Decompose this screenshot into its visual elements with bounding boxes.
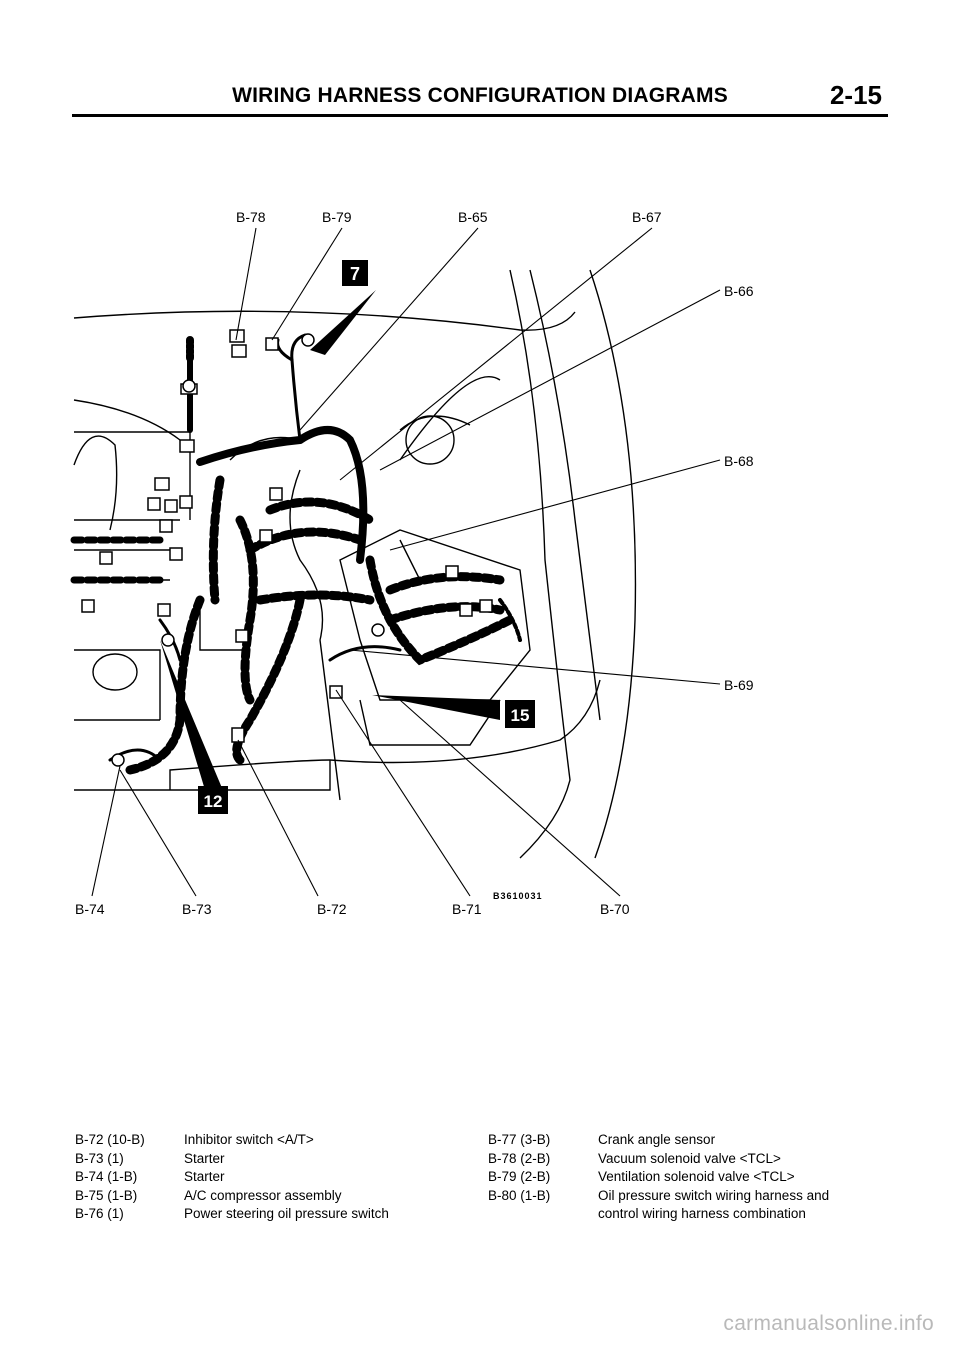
legend-description: Power steering oil pressure switch xyxy=(184,1206,389,1221)
legend-row: B-72 (10-B) Inhibitor switch <A/T> xyxy=(75,1131,389,1150)
callout-label: B-69 xyxy=(724,677,754,693)
callout-label: B-71 xyxy=(452,901,482,917)
legend-row: B-75 (1-B) A/C compressor assembly xyxy=(75,1187,389,1206)
legend-row: B-78 (2-B) Vacuum solenoid valve <TCL> xyxy=(488,1150,829,1169)
callout-label: B-73 xyxy=(182,901,212,917)
callout-label: B-68 xyxy=(724,453,754,469)
legend-description: control wiring harness combination xyxy=(598,1206,806,1221)
view-arrows xyxy=(160,290,500,790)
legend-description: Vacuum solenoid valve <TCL> xyxy=(598,1150,781,1166)
callout-label: B-70 xyxy=(600,901,630,917)
legend-code: B-75 (1-B) xyxy=(75,1187,138,1203)
view-markers: 7 15 12 xyxy=(198,260,535,814)
legend-code: B-76 (1) xyxy=(75,1206,124,1221)
callout-label: B-72 xyxy=(317,901,347,917)
callout-leader-lines xyxy=(91,227,721,897)
legend-description: Inhibitor switch <A/T> xyxy=(184,1132,314,1147)
legend-description: Crank angle sensor xyxy=(598,1132,716,1147)
legend-description: Ventilation solenoid valve <TCL> xyxy=(598,1169,795,1184)
legend-row: B-73 (1) Starter xyxy=(75,1150,389,1169)
callout-labels: B-78 B-79 B-65 B-67 B-66 B-68 B-69 B-74 … xyxy=(75,209,754,917)
view-marker-label: 12 xyxy=(204,792,223,811)
legend-code: B-79 (2-B) xyxy=(488,1169,551,1184)
legend-row: B-76 (1) Power steering oil pressure swit… xyxy=(75,1205,389,1224)
callout-label: B-74 xyxy=(75,901,105,917)
callout-label: B-79 xyxy=(322,209,352,225)
connector-legend-right: B-77 (3-B) Crank angle sensor B-78 (2-B) V… xyxy=(488,1131,829,1224)
legend-row: B-74 (1-B) Starter xyxy=(75,1168,389,1187)
legend-code: B-72 (10-B) xyxy=(75,1132,145,1147)
legend-row: control wiring harness combination xyxy=(488,1205,829,1224)
callout-label: B-66 xyxy=(724,283,754,299)
legend-description: Starter xyxy=(184,1150,225,1166)
callout-label: B-65 xyxy=(458,209,488,225)
legend-code: B-77 (3-B) xyxy=(488,1132,551,1147)
legend-row: B-80 (1-B) Oil pressure switch wiring har… xyxy=(488,1187,829,1206)
connectors xyxy=(81,329,493,767)
legend-code: B-78 (2-B) xyxy=(488,1150,551,1166)
legend-code: B-80 (1-B) xyxy=(488,1187,551,1203)
connector-legend-left: B-72 (10-B) Inhibitor switch <A/T> B-73 (… xyxy=(75,1131,389,1224)
harness-bundles xyxy=(70,333,522,775)
view-marker-label: 7 xyxy=(350,264,360,284)
figure-code: B3610031 xyxy=(493,891,543,901)
legend-description: Starter xyxy=(184,1169,225,1184)
legend-code: B-74 (1-B) xyxy=(75,1169,138,1184)
legend-description: Oil pressure switch wiring harness and xyxy=(598,1187,830,1203)
legend-row: B-77 (3-B) Crank angle sensor xyxy=(488,1131,829,1150)
site-watermark: carmanualsonline.info xyxy=(723,1312,934,1335)
header-rule xyxy=(72,114,888,117)
callout-label: B-67 xyxy=(632,209,662,225)
legend-code xyxy=(488,1205,598,1224)
page-number: 2-15 xyxy=(829,80,882,110)
page-title: WIRING HARNESS CONFIGURATION DIAGRAMS xyxy=(232,84,728,107)
legend-row: B-79 (2-B) Ventilation solenoid valve <TC… xyxy=(488,1168,829,1187)
engine-bay-outline xyxy=(73,269,637,859)
view-marker-label: 15 xyxy=(511,706,530,725)
callout-label: B-78 xyxy=(236,209,266,225)
legend-code: B-73 (1) xyxy=(75,1150,124,1166)
legend-description: A/C compressor assembly xyxy=(184,1187,342,1203)
